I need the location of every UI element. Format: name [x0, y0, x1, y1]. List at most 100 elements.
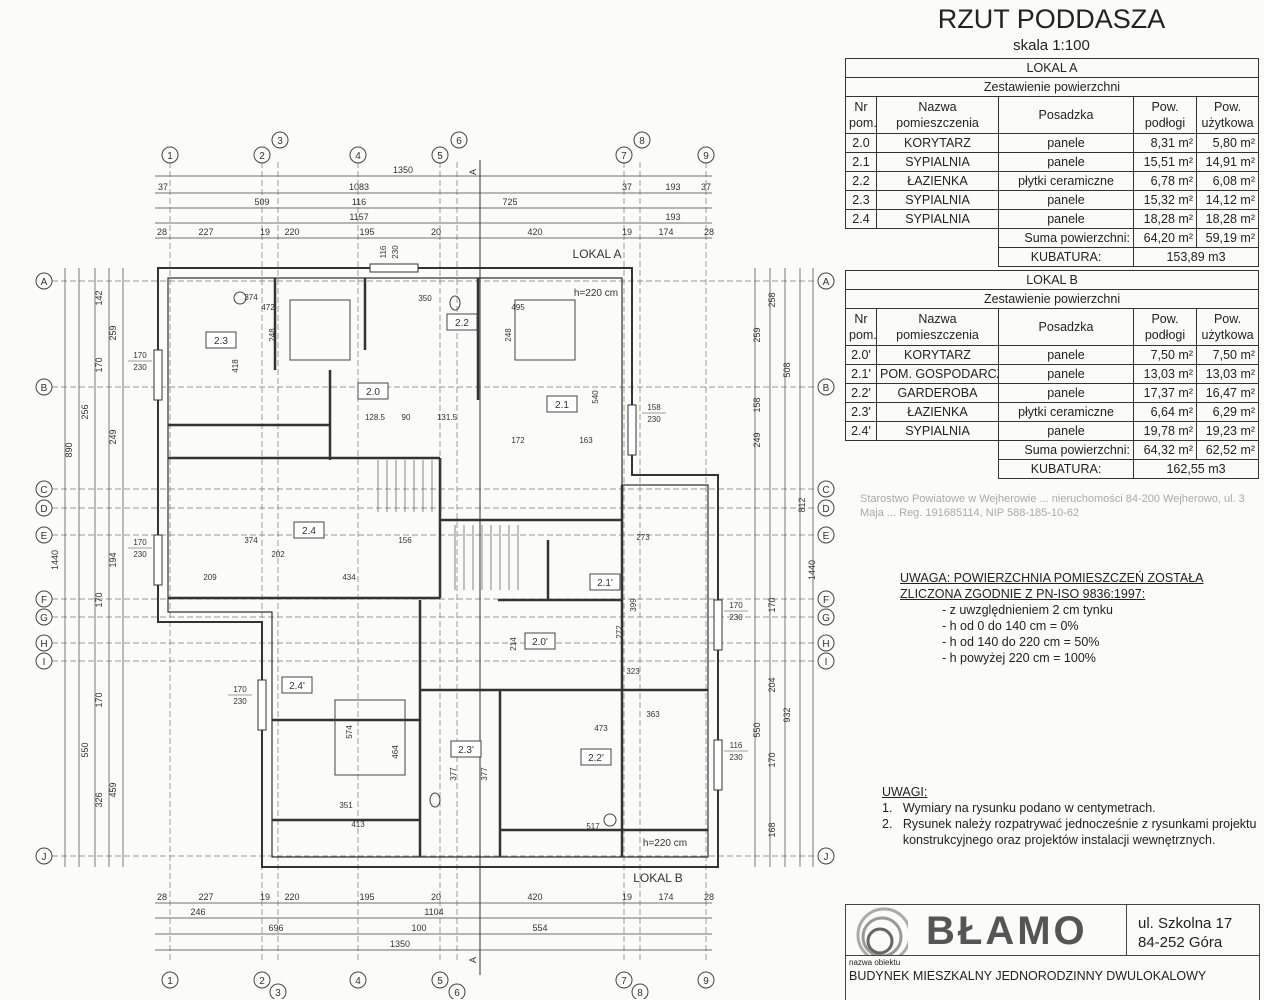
table-cell: panele: [998, 133, 1134, 153]
address-line: ul. Szkolna 17: [1138, 915, 1233, 932]
dimension-top: 19: [622, 227, 632, 237]
room-label-2.4': 2.4': [289, 681, 305, 692]
dimension-top: 195: [359, 227, 374, 237]
dimension-top: 1083: [349, 182, 369, 192]
table-cell: płytki ceramiczne: [998, 402, 1134, 422]
dimension-top: 220: [284, 227, 299, 237]
table-cell: 5,80 m²: [1196, 133, 1259, 153]
dimension-right: 812: [797, 497, 807, 512]
interior-dimension: 574: [345, 725, 354, 739]
dimension-right: 508: [782, 362, 792, 377]
room-label-2.2': 2.2': [588, 753, 604, 764]
plan-labels: 2.32.02.22.12.42.1'2.0'2.4'2.3'2.2'LOKAL…: [50, 165, 817, 951]
authority-stamp: Starostwo Powiatowe w Wejherowie ... nie…: [860, 493, 1245, 519]
window-dimension: 230: [133, 363, 147, 372]
general-notes: UWAGI: 1. Wymiary na rysunku podano w ce…: [882, 784, 1256, 848]
table-cell: SYPIALNIA: [876, 421, 999, 441]
axis-bubble: [633, 131, 651, 149]
room-tag-box: [546, 395, 578, 413]
dimension-left: 890: [64, 442, 74, 457]
interior-dimension: 131.5: [437, 413, 458, 422]
interior-dimension: 434: [342, 573, 356, 582]
toilet: [449, 295, 461, 311]
room-tag-box: [524, 632, 556, 650]
dimension-bottom: 1350: [390, 939, 410, 949]
table-cell: 2.3': [845, 402, 877, 422]
dimension-top: 509: [254, 197, 269, 207]
axis-bubble: [817, 652, 835, 670]
dimension-left: 170: [94, 357, 104, 372]
object-name: BUDYNEK MIESZKALNY JEDNORODZINNY DWULOKA…: [849, 969, 1207, 983]
window-dimension: 116: [379, 245, 388, 258]
room-tag-box: [357, 382, 389, 400]
interior-dimension: 418: [231, 359, 240, 373]
dimension-top: 193: [665, 212, 680, 222]
axis-label-7: 7: [621, 151, 627, 162]
exterior-wall-outer: [157, 267, 719, 868]
axis-label-D: D: [40, 504, 47, 515]
table-cell: 2.4': [845, 421, 877, 441]
window-dimension: 230: [233, 697, 247, 706]
window: [153, 349, 163, 401]
axis-bubble: [431, 146, 449, 164]
table-cell: 15,51 m²: [1133, 152, 1197, 172]
table-cell: 15,32 m²: [1133, 190, 1197, 210]
table-cell: SYPIALNIA: [876, 152, 999, 172]
table-cell: 19,23 m²: [1195, 421, 1260, 441]
table-cell: 2.4: [845, 209, 877, 229]
dimension-left: 459: [108, 782, 118, 797]
room-tag-box: [281, 676, 313, 694]
axis-bubble: [35, 590, 53, 608]
dimension-bottom: 1104: [424, 907, 443, 917]
table-cell: 2.1': [845, 364, 877, 384]
dimension-right: 259: [752, 327, 762, 342]
dimension-bottom: 420: [527, 892, 542, 902]
interior-dimension: 323: [626, 667, 640, 676]
dimension-left: 170: [94, 592, 104, 607]
table-cell: 7,50 m²: [1133, 345, 1197, 365]
dimension-bottom: 554: [532, 923, 547, 933]
interior-dimension: 209: [203, 573, 217, 582]
window: [153, 534, 163, 586]
column-header: Pow.użytkowa: [1196, 96, 1259, 134]
room-label-2.2: 2.2: [455, 318, 469, 329]
axis-label-C: C: [40, 485, 47, 496]
room-label-2.0': 2.0': [532, 637, 548, 648]
sum-usable: 59,19 m²: [1196, 228, 1259, 248]
axis-bubble: [817, 272, 835, 290]
dimension-top: 37: [158, 182, 168, 192]
table-cell: 7,50 m²: [1195, 345, 1260, 365]
table-cell: panele: [998, 190, 1134, 210]
interior-dimension: 172: [511, 436, 525, 445]
dimension-top: 193: [665, 182, 680, 192]
notes-title: UWAGI:: [882, 785, 928, 799]
company-address: ul. Szkolna 17 84-252 Góra: [1138, 914, 1232, 952]
table-cell: panele: [998, 209, 1134, 229]
interior-dimension: 540: [591, 390, 600, 404]
room-tag-box: [580, 748, 612, 766]
axis-label-J: J: [42, 852, 47, 863]
table-cell: 14,91 m²: [1196, 152, 1259, 172]
table-cell: 2.0': [845, 345, 877, 365]
table-cell: panele: [998, 421, 1134, 441]
room-label-2.3: 2.3: [214, 336, 228, 347]
axis-bubble: [35, 634, 53, 652]
kubatura-label: KUBATURA:: [998, 459, 1134, 479]
axis-label-4: 4: [355, 976, 361, 987]
building-walls: [153, 263, 723, 868]
table-cell: KORYTARZ: [876, 345, 999, 365]
table-cell: 8,31 m²: [1133, 133, 1197, 153]
axis-bubble: [448, 983, 466, 999]
note-item: - h od 140 do 220 cm = 50%: [942, 635, 1100, 649]
dimension-left: 194: [108, 552, 118, 567]
dimension-bottom: 227: [198, 892, 213, 902]
table-row: 2.1'POM. GOSPODARCZEpanele13,03 m²13,03 …: [845, 364, 1260, 384]
dimension-left: 1440: [50, 550, 60, 570]
axis-bubble: [269, 983, 287, 999]
window: [627, 404, 637, 456]
interior-dimension: 163: [579, 436, 593, 445]
dimension-bottom: 246: [190, 907, 205, 917]
table-cell: 14,12 m²: [1196, 190, 1259, 210]
dimension-right: 932: [782, 707, 792, 722]
